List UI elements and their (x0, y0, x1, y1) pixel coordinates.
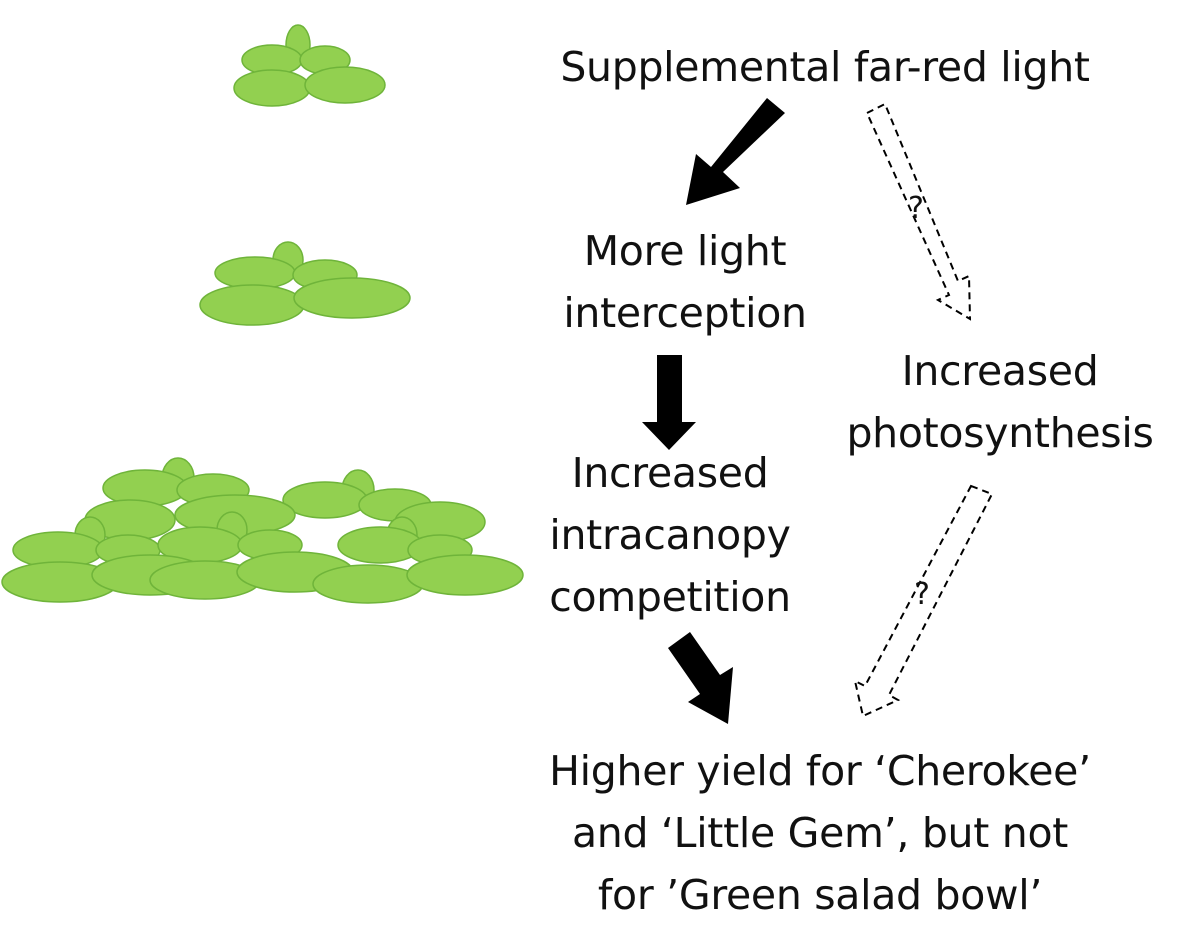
node-light-interception: More light interception (563, 227, 807, 337)
node-intracanopy-competition: Increased intracanopy competition (549, 449, 791, 621)
dashed-arrow-photosynthesis-to-yield (853, 484, 994, 718)
small-lettuce-icon (233, 24, 386, 107)
medium-lettuce-icon (199, 241, 411, 326)
node-photosynthesis: Increased photosynthesis (846, 347, 1154, 457)
solid-arrow-interception-to-competition (642, 355, 696, 450)
solid-arrow-competition-to-yield (668, 632, 733, 724)
solid-arrow-far-red-to-interception (686, 98, 785, 205)
node-far-red-light: Supplemental far-red light (560, 43, 1090, 91)
uncertainty-mark-upper: ? (908, 191, 924, 226)
node-higher-yield: Higher yield for ‘Cherokee’ and ‘Little … (549, 747, 1091, 919)
uncertainty-mark-lower: ? (914, 577, 930, 612)
lettuce-canopy-icon (1, 457, 524, 604)
dashed-arrow-far-red-to-photosynthesis (865, 102, 972, 321)
